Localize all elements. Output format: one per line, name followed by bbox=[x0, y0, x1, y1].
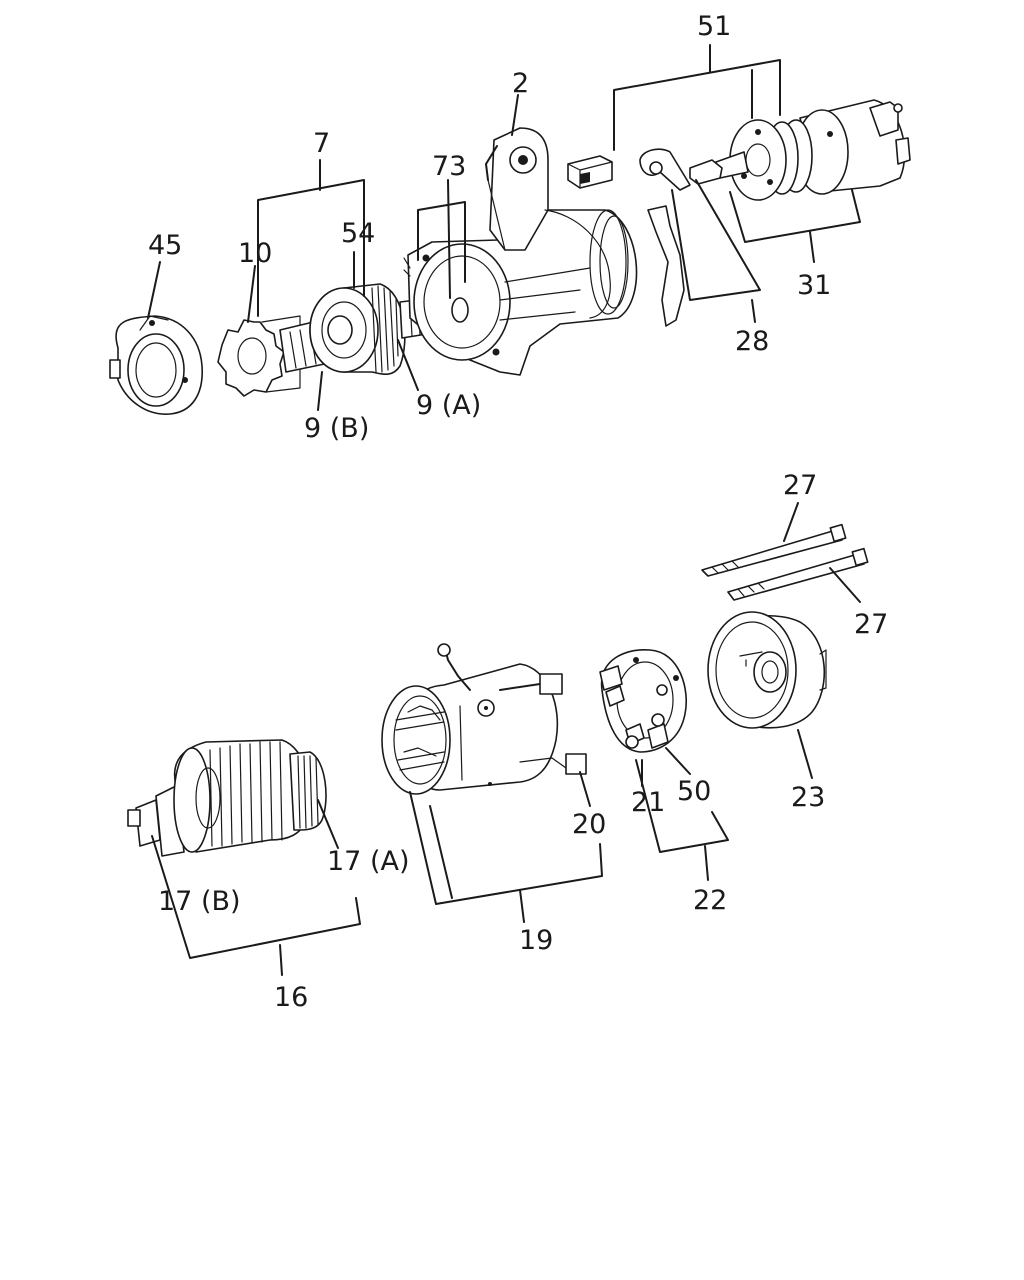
label-73: 73 bbox=[432, 151, 466, 182]
part-31-solenoid-switch bbox=[689, 99, 911, 201]
label-27-top: 27 bbox=[783, 470, 817, 501]
label-9b: 9 (B) bbox=[304, 413, 369, 444]
part-54-clutch-gear bbox=[309, 283, 406, 376]
label-17a: 17 (A) bbox=[327, 846, 409, 877]
label-21: 21 bbox=[631, 787, 665, 818]
label-23: 23 bbox=[791, 782, 825, 813]
label-27-bottom: 27 bbox=[854, 609, 888, 640]
part-19-yoke-assembly bbox=[381, 643, 587, 795]
label-51: 51 bbox=[697, 11, 731, 42]
part-27-through-bolts bbox=[701, 523, 869, 601]
label-19: 19 bbox=[519, 925, 553, 956]
label-2: 2 bbox=[512, 68, 529, 99]
label-22: 22 bbox=[693, 885, 727, 916]
label-9a: 9 (A) bbox=[416, 390, 481, 421]
part-51-seal bbox=[567, 155, 613, 189]
label-54: 54 bbox=[341, 218, 375, 249]
part-28-shift-lever bbox=[639, 148, 691, 327]
label-10: 10 bbox=[238, 238, 272, 269]
label-50: 50 bbox=[677, 776, 711, 807]
part-45-front-cover bbox=[109, 315, 203, 415]
top-leader-lines bbox=[147, 44, 861, 411]
label-17b: 17 (B) bbox=[158, 886, 241, 917]
part-23-rear-cover bbox=[707, 611, 827, 729]
label-31: 31 bbox=[797, 270, 831, 301]
label-20: 20 bbox=[572, 809, 606, 840]
label-28: 28 bbox=[735, 326, 769, 357]
part-73-stop-collar bbox=[451, 297, 469, 323]
bottom-leader-lines bbox=[151, 502, 861, 976]
part-16-armature bbox=[127, 739, 327, 857]
label-16: 16 bbox=[274, 982, 308, 1013]
callout-labels: 51 2 7 73 54 45 10 31 28 9 (A) 9 (B) 27 … bbox=[148, 11, 888, 1013]
label-7: 7 bbox=[313, 128, 330, 159]
part-22-brush-holder bbox=[599, 649, 687, 753]
label-45: 45 bbox=[148, 230, 182, 261]
